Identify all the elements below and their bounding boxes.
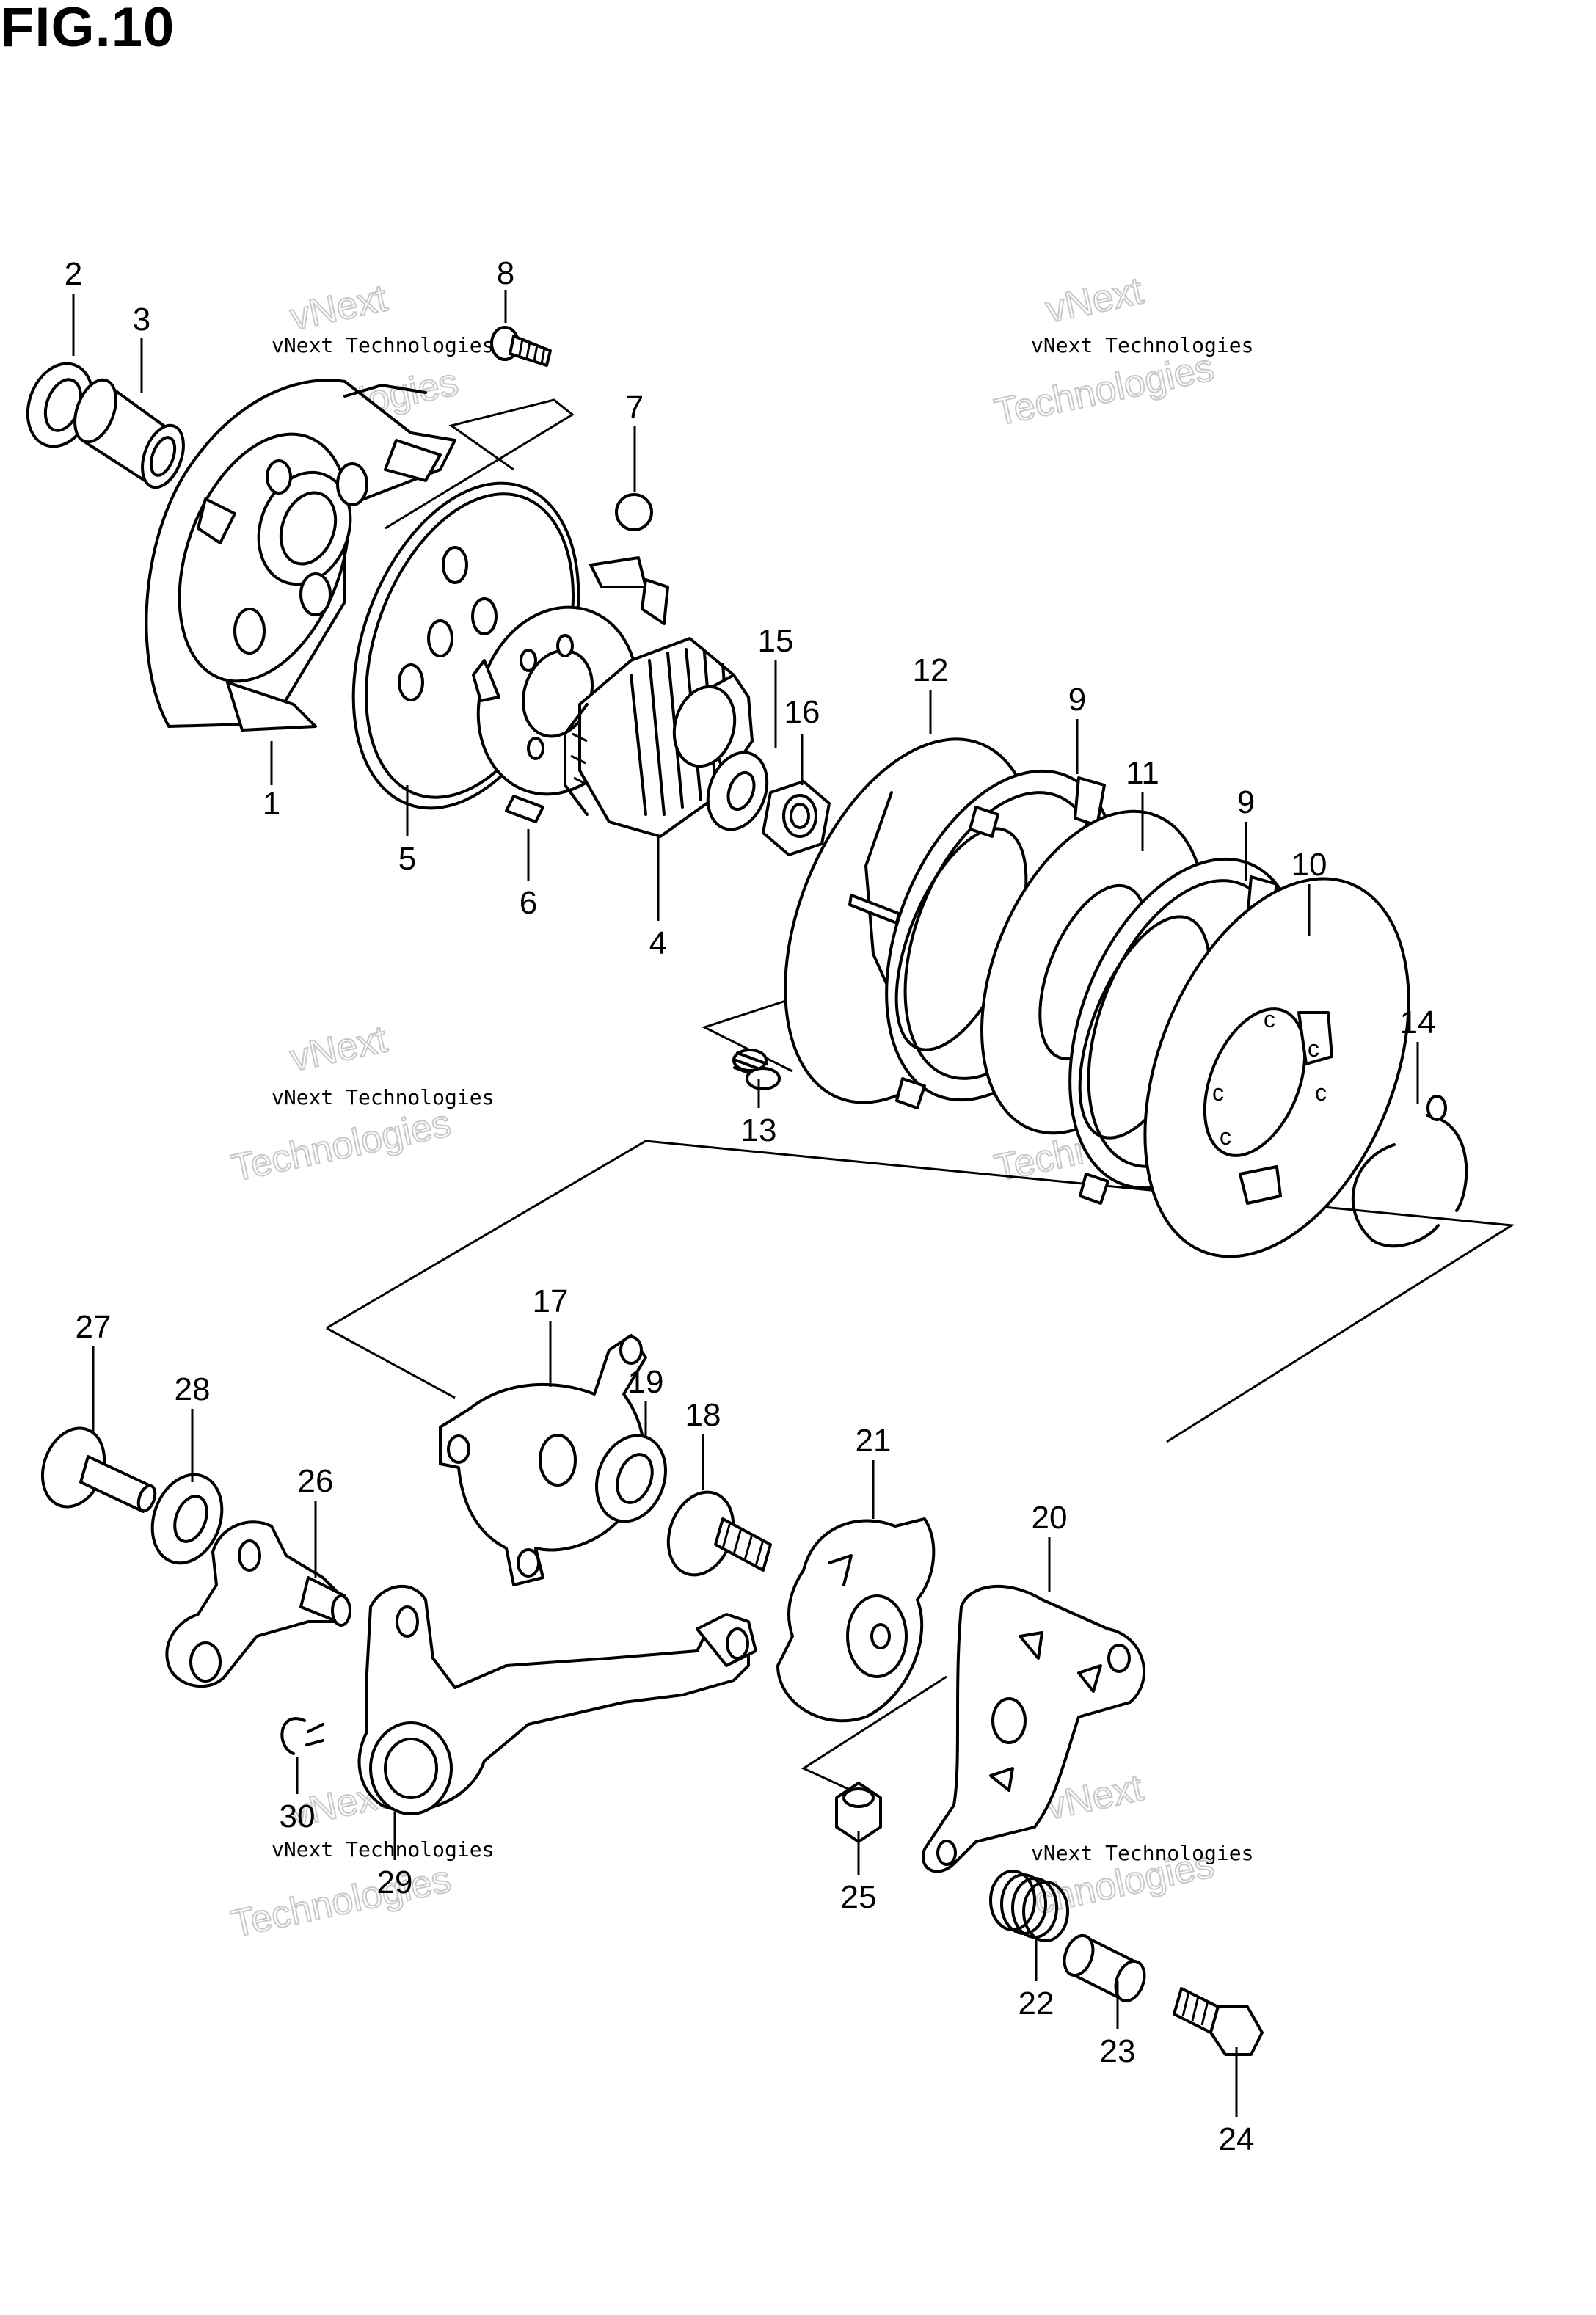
part-7-ball xyxy=(615,493,653,531)
plate-mark-2: c xyxy=(1315,1079,1327,1106)
figure-title: FIG.10 xyxy=(0,0,175,59)
part-27-bolt xyxy=(40,1426,157,1513)
callout-19: 19 xyxy=(628,1364,664,1400)
part-14-circlip xyxy=(1352,1095,1468,1248)
callout-7: 7 xyxy=(626,390,644,426)
svg-text:Technologies: Technologies xyxy=(227,1102,454,1190)
callout-21: 21 xyxy=(856,1423,892,1459)
part-4-gear xyxy=(564,637,754,838)
part-3-bushing xyxy=(73,378,185,489)
plate-mark-5: c xyxy=(1308,1035,1319,1062)
assembly-line-housing xyxy=(385,398,575,530)
part-16-nut xyxy=(762,780,831,856)
part-29-release-arm xyxy=(357,1585,757,1815)
svg-text:Technologies: Technologies xyxy=(991,346,1217,434)
callout-numbers: 2 3 8 7 1 5 6 4 15 16 12 9 11 9 10 14 13… xyxy=(65,255,1436,2157)
callout-10: 10 xyxy=(1291,847,1327,883)
callout-28: 28 xyxy=(175,1371,211,1407)
callout-2: 2 xyxy=(65,256,82,292)
part-8-screw xyxy=(490,326,552,367)
watermark-bottom-left: Technologies vNext vNext Technologies xyxy=(227,1773,494,1946)
callout-25: 25 xyxy=(841,1879,877,1915)
callout-24: 24 xyxy=(1219,2121,1255,2157)
callout-6: 6 xyxy=(520,885,537,921)
svg-text:vNext Technologies: vNext Technologies xyxy=(1031,333,1253,357)
svg-text:vNext Technologies: vNext Technologies xyxy=(272,1837,494,1862)
svg-text:vNext: vNext xyxy=(286,277,391,338)
plate-mark-3: c xyxy=(1212,1079,1224,1106)
callout-17: 17 xyxy=(533,1283,569,1319)
callout-8: 8 xyxy=(497,255,514,291)
callout-9-lower: 9 xyxy=(1237,784,1255,820)
part-20-bracket-plate xyxy=(922,1584,1146,1873)
callout-3: 3 xyxy=(133,302,150,338)
svg-text:vNext: vNext xyxy=(286,1018,391,1079)
callout-22: 22 xyxy=(1019,1986,1054,2021)
watermark-top-right: Technologies vNext vNext Technologies xyxy=(990,269,1253,434)
callout-20: 20 xyxy=(1032,1500,1068,1536)
part-15-washer xyxy=(706,751,769,831)
svg-text:vNext: vNext xyxy=(1042,269,1147,331)
callout-26: 26 xyxy=(298,1463,334,1499)
part-13-spring xyxy=(732,1049,781,1090)
part-23-collar xyxy=(1063,1933,1146,2003)
callout-4: 4 xyxy=(649,925,667,961)
callout-15: 15 xyxy=(758,623,794,659)
part-30-e-clip xyxy=(280,1717,324,1755)
part-10-pressure-plate: c c c c c xyxy=(1143,877,1410,1258)
part-26-lever-arm xyxy=(165,1520,351,1688)
watermark-middle-left: Technologies vNext vNext Technologies xyxy=(227,1017,494,1190)
svg-text:vNext Technologies: vNext Technologies xyxy=(272,1085,494,1109)
part-1-clutch-housing xyxy=(145,379,456,732)
part-21-cam xyxy=(776,1517,936,1723)
svg-text:Technologies: Technologies xyxy=(227,1858,454,1946)
callout-16: 16 xyxy=(784,694,820,730)
callout-27: 27 xyxy=(76,1309,112,1345)
part-18-bolt xyxy=(666,1490,772,1577)
part-24-bolt xyxy=(1173,1987,1264,2056)
callout-1: 1 xyxy=(263,786,280,822)
callout-14: 14 xyxy=(1400,1005,1436,1040)
callout-9-upper: 9 xyxy=(1068,682,1086,718)
assembly-line-lever xyxy=(801,1675,947,1792)
assembly-bracket-lower xyxy=(326,1140,1515,1443)
part-17-bracket-plate xyxy=(439,1334,647,1586)
part-28-washer xyxy=(150,1473,224,1565)
plate-mark-1: c xyxy=(1264,1006,1275,1032)
part-22-spring xyxy=(989,1870,1069,1942)
svg-text:vNext Technologies: vNext Technologies xyxy=(272,333,494,357)
callout-13: 13 xyxy=(741,1112,777,1148)
callout-18: 18 xyxy=(685,1397,721,1433)
callout-12: 12 xyxy=(913,652,949,688)
part-25-nut xyxy=(835,1782,882,1843)
callout-11: 11 xyxy=(1126,755,1159,791)
callout-23: 23 xyxy=(1100,2033,1136,2069)
plate-mark-4: c xyxy=(1220,1123,1231,1150)
callout-30: 30 xyxy=(280,1798,316,1834)
leader-lines xyxy=(72,290,1419,2117)
callout-29: 29 xyxy=(377,1864,413,1900)
svg-text:vNext Technologies: vNext Technologies xyxy=(1031,1841,1253,1865)
callout-5: 5 xyxy=(398,841,416,877)
